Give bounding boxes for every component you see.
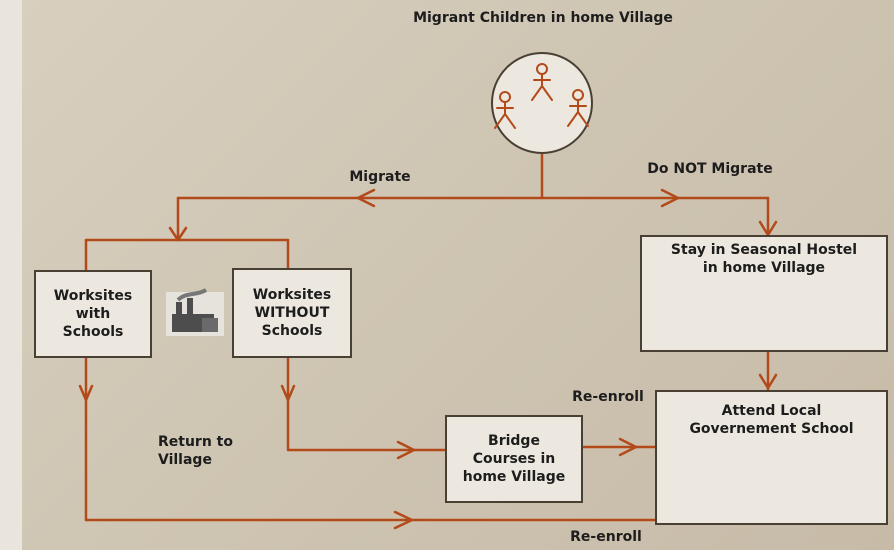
edge-label-reenroll-bottom: Re-enroll [570, 529, 642, 545]
factory-icon [166, 288, 224, 336]
edge-label-do-not-migrate: Do NOT Migrate [647, 161, 773, 177]
do-not-migrate-arrowhead [660, 188, 680, 208]
without-schools-line [286, 356, 447, 452]
edge-label-return-to-village: Return to Village [158, 434, 233, 468]
node-bridge-courses: Bridge Courses in home Village [445, 415, 583, 503]
node-bridge-courses-label: Bridge Courses in home Village [462, 433, 566, 485]
migrate-arrowhead [356, 188, 376, 208]
node-worksites-with-schools-label: Worksites with Schools [53, 288, 133, 340]
node-worksites-without-schools-label: Worksites WITHOUT Schools [252, 287, 332, 339]
edge-label-migrate: Migrate [349, 169, 411, 185]
children-group-icon [491, 52, 593, 154]
node-local-school-label: Attend Local Governement School [689, 403, 854, 437]
edge-label-reenroll-top: Re-enroll [572, 389, 644, 405]
node-worksites-with-schools: Worksites with Schools [34, 270, 152, 358]
node-seasonal-hostel: Stay in Seasonal Hostel in home Village [640, 235, 888, 352]
node-local-school: Attend Local Governement School [655, 390, 888, 525]
node-seasonal-hostel-label: Stay in Seasonal Hostel in home Village [670, 242, 858, 276]
with-schools-line [84, 356, 657, 522]
node-worksites-without-schools: Worksites WITHOUT Schools [232, 268, 352, 358]
diagram-title: Migrant Children in home Village [413, 10, 673, 26]
